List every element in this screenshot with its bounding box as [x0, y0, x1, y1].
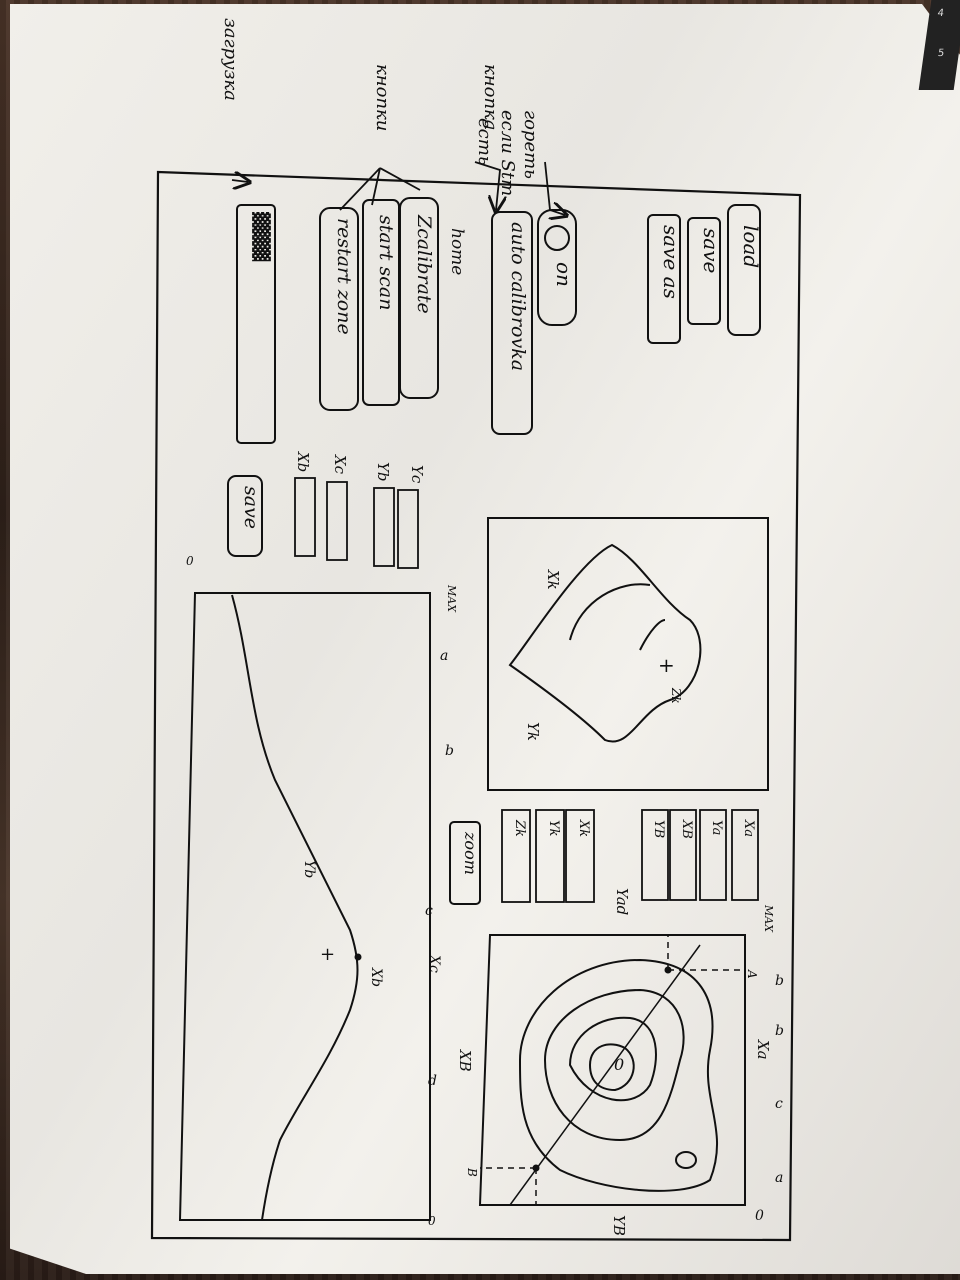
small-map-yk: Yk — [524, 722, 542, 741]
field-ya-label: Ya — [709, 820, 724, 835]
indicator-circle-icon — [544, 225, 570, 251]
restart-zone-label: restart zone — [333, 218, 355, 335]
arrow-loading — [231, 180, 248, 182]
contour-max-label: MAX — [762, 904, 775, 933]
contour-letter-c: c — [775, 1096, 783, 1112]
field-xb[interactable]: Xb — [294, 451, 316, 557]
annotation-button: кнопка — [480, 64, 501, 131]
on-toggle[interactable]: on — [537, 209, 577, 326]
save-as-button[interactable]: save as — [647, 214, 683, 344]
home-label[interactable]: home — [447, 228, 467, 275]
field-xb-right-label: XB — [679, 819, 694, 839]
annotation-buttons: кнопки — [372, 64, 393, 132]
annotation-glow-1: гореть — [520, 110, 541, 179]
profile-letter-a: a — [440, 648, 448, 664]
zoom-button[interactable]: zoom — [449, 821, 481, 905]
profile-xc-label: Xc — [426, 954, 442, 973]
save-as-label: save as — [659, 225, 683, 299]
annotation-loading: загрузка — [220, 18, 241, 101]
small-map-zk: Zk — [669, 687, 683, 704]
field-yc[interactable]: Yc — [397, 465, 426, 569]
contour-label-A: A — [745, 969, 759, 979]
field-xb-right[interactable]: XB — [669, 809, 697, 901]
field-xa-label: Xa — [741, 819, 756, 837]
restart-zone-button[interactable]: restart zone — [319, 207, 359, 411]
window-frame — [150, 170, 802, 1242]
profile-yb-label: Yb — [301, 860, 317, 878]
field-yb-right[interactable]: YB — [641, 809, 669, 901]
on-label: on — [552, 262, 576, 287]
field-yk[interactable]: Yk — [535, 809, 565, 903]
contour-letter-b: b — [775, 973, 784, 989]
load-button[interactable]: load — [727, 204, 763, 336]
crosshair-icon: + — [658, 653, 675, 677]
field-yb-right-label: YB — [651, 820, 666, 838]
profile-max-label: MAX — [445, 584, 458, 613]
field-xk-label: Xk — [576, 819, 591, 837]
profile-zero-label-2: 0 — [428, 1214, 436, 1228]
contour-zero-label: 0 — [755, 1208, 764, 1224]
start-scan-button[interactable]: start scan — [362, 199, 400, 406]
profile-point-xb — [354, 953, 362, 961]
secondary-peak-icon — [675, 1151, 697, 1169]
small-map[interactable]: Xk Yk + Zk — [487, 517, 769, 791]
profile-zero-label: 0 — [186, 554, 194, 568]
contour-letter-b2: b — [775, 1023, 784, 1039]
arrow-glow — [544, 161, 565, 215]
annotation-glow-3: есть — [474, 118, 495, 166]
contour-letter-a: a — [775, 1170, 783, 1186]
auto-calibrate-label: auto calibrovka — [507, 222, 529, 371]
field-xk[interactable]: Xk — [565, 809, 595, 903]
peak-label: 0 — [614, 1055, 624, 1074]
progress-glyphs: ▓▓▓▓ — [252, 212, 271, 262]
field-yb[interactable]: Yb — [373, 462, 395, 567]
arrow-button — [474, 161, 500, 210]
contour-label-B: B — [465, 1167, 479, 1177]
loading-progress-bar: ▓▓▓▓ — [236, 204, 276, 444]
small-map-xk: Xk — [544, 569, 562, 590]
save-file-label: save — [699, 228, 723, 273]
contour-yad-label: Yad — [613, 888, 631, 915]
profile-line — [509, 944, 701, 1206]
field-zk-label: Zk — [512, 819, 527, 837]
profile-xb-label: Xb — [368, 967, 384, 987]
profile-crosshair-icon: + — [320, 944, 335, 965]
profile-letter-d: d — [428, 1073, 437, 1089]
annotation-glow-2: если Stm — [497, 110, 518, 197]
zcalibrate-label: Zcalibrate — [413, 214, 435, 314]
auto-calibrate-button[interactable]: auto calibrovka — [491, 211, 533, 435]
field-yc-label: Yc — [408, 465, 426, 484]
save-button[interactable]: save — [227, 475, 263, 557]
contour-yb-label: YB — [610, 1215, 628, 1236]
field-xb-label: Xb — [294, 451, 312, 472]
profile-letter-c: c — [425, 903, 433, 919]
save-label: save — [240, 486, 262, 529]
field-zk[interactable]: Zk — [501, 809, 531, 903]
field-xc-label: Xc — [331, 454, 349, 475]
arrow-buttons — [339, 167, 421, 211]
save-file-button[interactable]: save — [687, 217, 723, 325]
field-ya[interactable]: Ya — [699, 809, 727, 901]
contour-plot[interactable]: 0 MAX 0 b b c a A B Xa XB Yad YB — [456, 888, 784, 1236]
zoom-label: zoom — [461, 831, 480, 875]
contour-xa-label: Xa — [754, 1039, 772, 1060]
load-label: load — [739, 225, 763, 268]
profile-letter-b: b — [445, 743, 454, 759]
profile-curve — [231, 594, 359, 1221]
zcalibrate-button[interactable]: Zcalibrate — [399, 197, 439, 399]
profile-plot[interactable]: + MAX 0 0 a b c d Xc Xb Yb — [178, 554, 458, 1228]
field-yb-label: Yb — [374, 462, 392, 482]
field-xc[interactable]: Xc — [326, 454, 349, 561]
start-scan-label: start scan — [375, 215, 397, 310]
field-xa[interactable]: Xa — [731, 809, 759, 901]
contour-xb-label: XB — [456, 1049, 474, 1072]
field-yk-label: Yk — [546, 820, 561, 837]
